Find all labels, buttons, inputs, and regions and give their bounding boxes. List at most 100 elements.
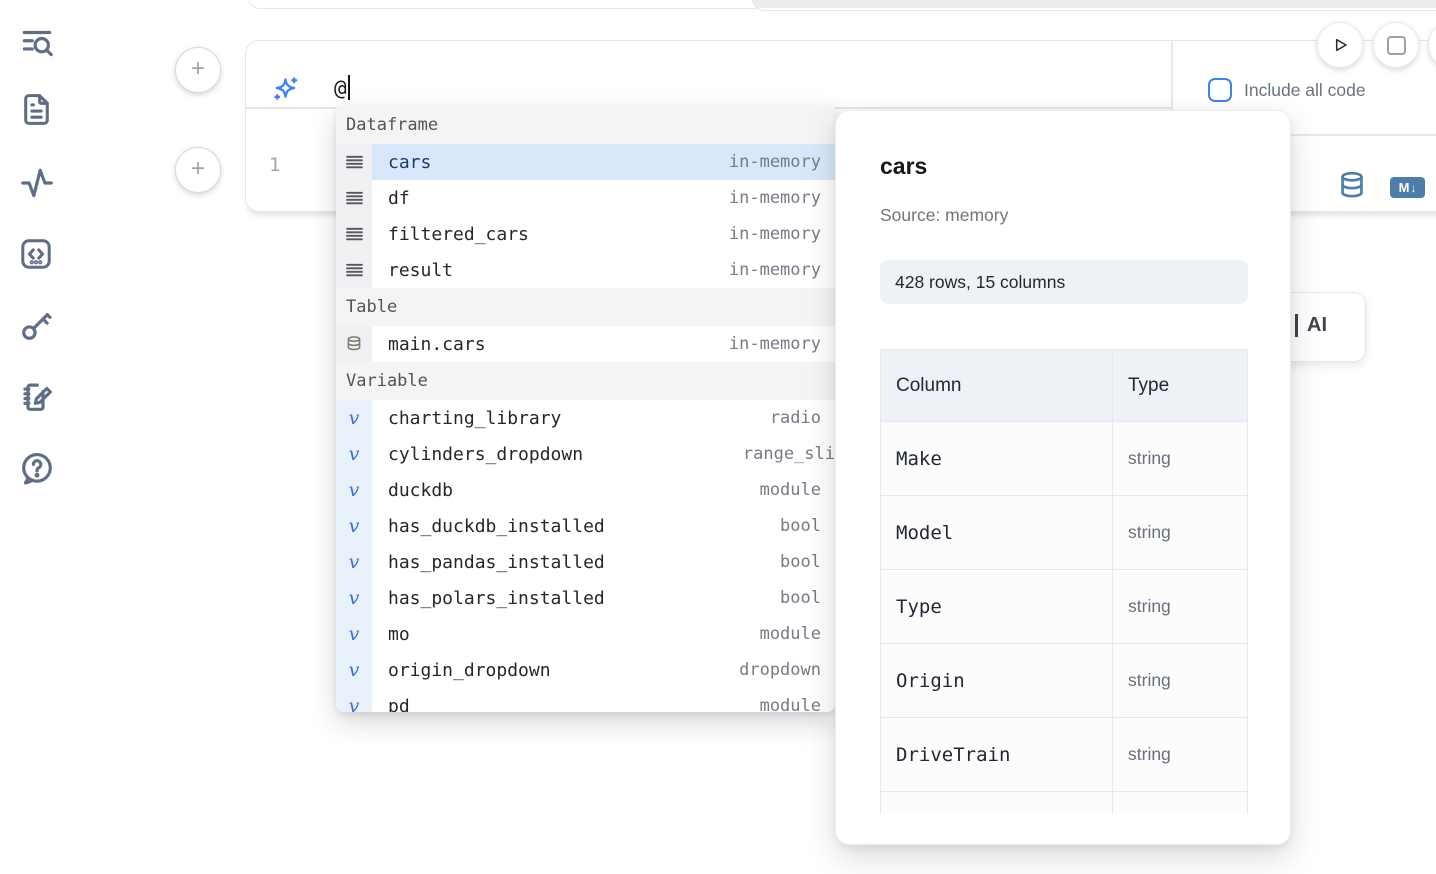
dataframe-preview-panel: cars Source: memory 428 rows, 15 columns… — [835, 110, 1291, 845]
activity-icon[interactable] — [18, 164, 56, 202]
item-type: in-memory — [728, 260, 821, 280]
ai-button-label: AI — [1307, 314, 1327, 336]
ai-sparkle-icon — [270, 75, 301, 106]
table-row: DriveTrain string — [880, 718, 1248, 792]
autocomplete-item-has-duckdb-installed[interactable]: v has_duckdb_installed bool — [336, 508, 835, 544]
item-name: charting_library — [388, 407, 562, 429]
variable-icon: v — [336, 652, 372, 688]
preview-schema-table: Column Type Make string Model string Typ… — [880, 349, 1248, 814]
dataframe-rows-icon — [336, 144, 372, 180]
item-name: has_duckdb_installed — [388, 515, 605, 537]
item-name: cylinders_dropdown — [388, 443, 584, 465]
item-name: origin_dropdown — [388, 659, 551, 681]
table-row: Model string — [880, 496, 1248, 570]
preview-source: Source: memory — [880, 205, 1009, 225]
item-type: in-memory — [728, 188, 821, 208]
variable-icon: v — [336, 580, 372, 616]
item-type: in-memory — [728, 334, 821, 354]
markdown-arrow: ↓ — [1410, 180, 1417, 195]
stop-icon — [1386, 35, 1406, 55]
file-text-icon[interactable] — [18, 91, 56, 129]
preview-shape-badge: 428 rows, 15 columns — [880, 260, 1248, 304]
include-all-code-label: Include all code — [1244, 80, 1366, 100]
variable-icon: v — [336, 544, 372, 580]
column-name: Type — [896, 595, 942, 618]
table-header-row: Column Type — [880, 350, 1248, 422]
preview-title: cars — [880, 153, 928, 179]
dataframe-rows-icon — [336, 216, 372, 252]
stop-button[interactable] — [1373, 22, 1419, 68]
add-cell-above-button[interactable]: + — [175, 47, 221, 93]
variable-icon: v — [336, 616, 372, 652]
variable-icon: v — [336, 508, 372, 544]
autocomplete-item-main-cars[interactable]: main.cars in-memory — [336, 326, 835, 362]
plus-icon: + — [190, 55, 205, 82]
text-caret — [347, 75, 350, 100]
table-row: Make string — [880, 422, 1248, 496]
autocomplete-item-charting-library[interactable]: v charting_library radio — [336, 400, 835, 436]
run-cell-button[interactable] — [1317, 22, 1363, 68]
variable-icon: v — [336, 472, 372, 508]
item-name: has_polars_installed — [388, 587, 605, 609]
dataframe-rows-icon — [336, 180, 372, 216]
item-name: has_pandas_installed — [388, 551, 605, 573]
table-row-partial — [880, 792, 1248, 814]
prompt-value: @ — [334, 76, 347, 100]
help-bubble-icon[interactable] — [18, 450, 56, 488]
column-type: string — [1128, 596, 1171, 616]
item-type: bool — [780, 516, 821, 536]
item-name: main.cars — [388, 333, 486, 355]
autocomplete-item-cylinders-dropdown[interactable]: v cylinders_dropdown range_sli — [336, 436, 835, 472]
notebook-pen-icon[interactable] — [18, 378, 56, 416]
item-name: duckdb — [388, 479, 454, 501]
type-header: Type — [1128, 374, 1170, 396]
table-row: Type string — [880, 570, 1248, 644]
variable-icon: v — [336, 400, 372, 436]
database-icon[interactable] — [1338, 171, 1366, 201]
list-search-icon[interactable] — [18, 23, 56, 61]
section-header-table: Table — [336, 288, 835, 326]
key-icon[interactable] — [18, 306, 56, 344]
column-header: Column — [896, 374, 962, 396]
column-type: string — [1128, 744, 1171, 764]
item-name: result — [388, 259, 454, 281]
item-name: pd — [388, 695, 410, 713]
item-name: filtered_cars — [388, 223, 529, 245]
section-header-variable: Variable — [336, 362, 835, 400]
column-name: Origin — [896, 669, 965, 692]
code-square-icon[interactable] — [18, 236, 56, 274]
plus-icon: + — [190, 155, 205, 182]
column-type: string — [1128, 670, 1171, 690]
dataframe-rows-icon — [336, 252, 372, 288]
item-type: range_sli — [742, 444, 835, 464]
item-type: module — [759, 696, 821, 712]
clipped-letter-stem — [1295, 314, 1298, 337]
add-cell-below-button[interactable]: + — [175, 147, 221, 193]
item-name: mo — [388, 623, 410, 645]
item-type: module — [759, 624, 821, 644]
section-header-dataframe: Dataframe — [336, 106, 835, 144]
include-all-code-checkbox[interactable] — [1208, 78, 1232, 102]
item-type: in-memory — [728, 152, 821, 172]
column-name: Model — [896, 521, 954, 544]
ai-prompt-input[interactable]: @ — [334, 75, 350, 100]
previous-cell-output-edge — [752, 0, 1436, 11]
markdown-icon[interactable]: M↓ — [1390, 177, 1425, 198]
autocomplete-item-mo[interactable]: v mo module — [336, 616, 835, 652]
vertical-divider-line — [1171, 41, 1173, 134]
variable-icon: v — [336, 436, 372, 472]
item-type: bool — [780, 588, 821, 608]
autocomplete-item-result[interactable]: result in-memory — [336, 252, 835, 288]
autocomplete-item-has-polars-installed[interactable]: v has_polars_installed bool — [336, 580, 835, 616]
column-name: DriveTrain — [896, 743, 1011, 766]
item-type: radio — [769, 408, 821, 428]
